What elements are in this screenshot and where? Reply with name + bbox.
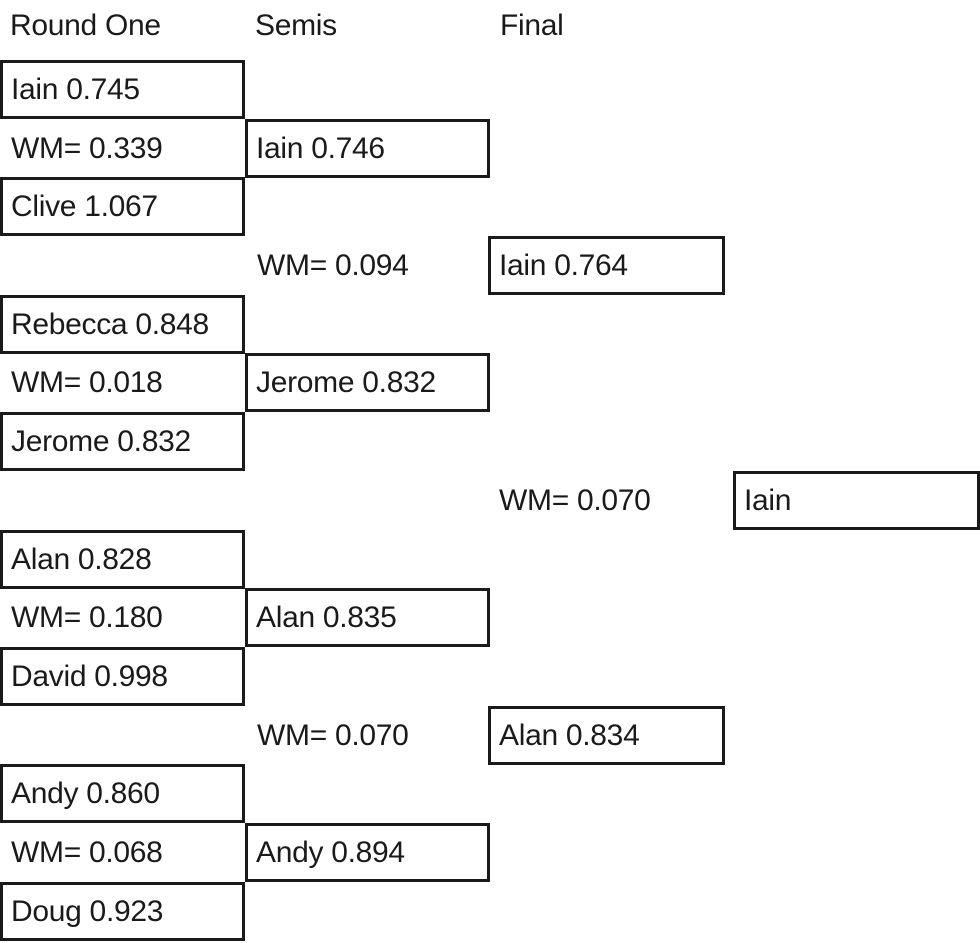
header-final: Final	[500, 9, 564, 42]
round1-box-doug: Doug 0.923	[0, 882, 245, 941]
final-wm-match1: WM= 0.070	[499, 483, 651, 517]
round1-wm-match3: WM= 0.180	[11, 600, 163, 634]
semis-wm-match2: WM= 0.070	[257, 718, 409, 752]
round1-box-andy: Andy 0.860	[0, 764, 245, 823]
semis-box-jerome: Jerome 0.832	[245, 353, 490, 412]
final-box-iain: Iain 0.764	[488, 236, 725, 295]
round1-box-iain: Iain 0.745	[0, 60, 245, 119]
round1-wm-match2: WM= 0.018	[11, 365, 163, 399]
winner-box: Iain	[733, 471, 980, 530]
final-box-alan: Alan 0.834	[488, 706, 725, 765]
header-semis: Semis	[255, 9, 337, 42]
semis-box-alan: Alan 0.835	[245, 588, 490, 647]
semis-box-andy: Andy 0.894	[245, 823, 490, 882]
round1-box-jerome: Jerome 0.832	[0, 412, 245, 471]
semis-wm-match1: WM= 0.094	[257, 248, 409, 282]
round1-box-david: David 0.998	[0, 647, 245, 706]
round1-box-rebecca: Rebecca 0.848	[0, 295, 245, 354]
round1-wm-match4: WM= 0.068	[11, 835, 163, 869]
semis-box-iain: Iain 0.746	[245, 119, 490, 178]
round1-wm-match1: WM= 0.339	[11, 131, 163, 165]
round1-box-clive: Clive 1.067	[0, 177, 245, 236]
header-round-one: Round One	[10, 9, 161, 42]
round1-box-alan: Alan 0.828	[0, 530, 245, 589]
